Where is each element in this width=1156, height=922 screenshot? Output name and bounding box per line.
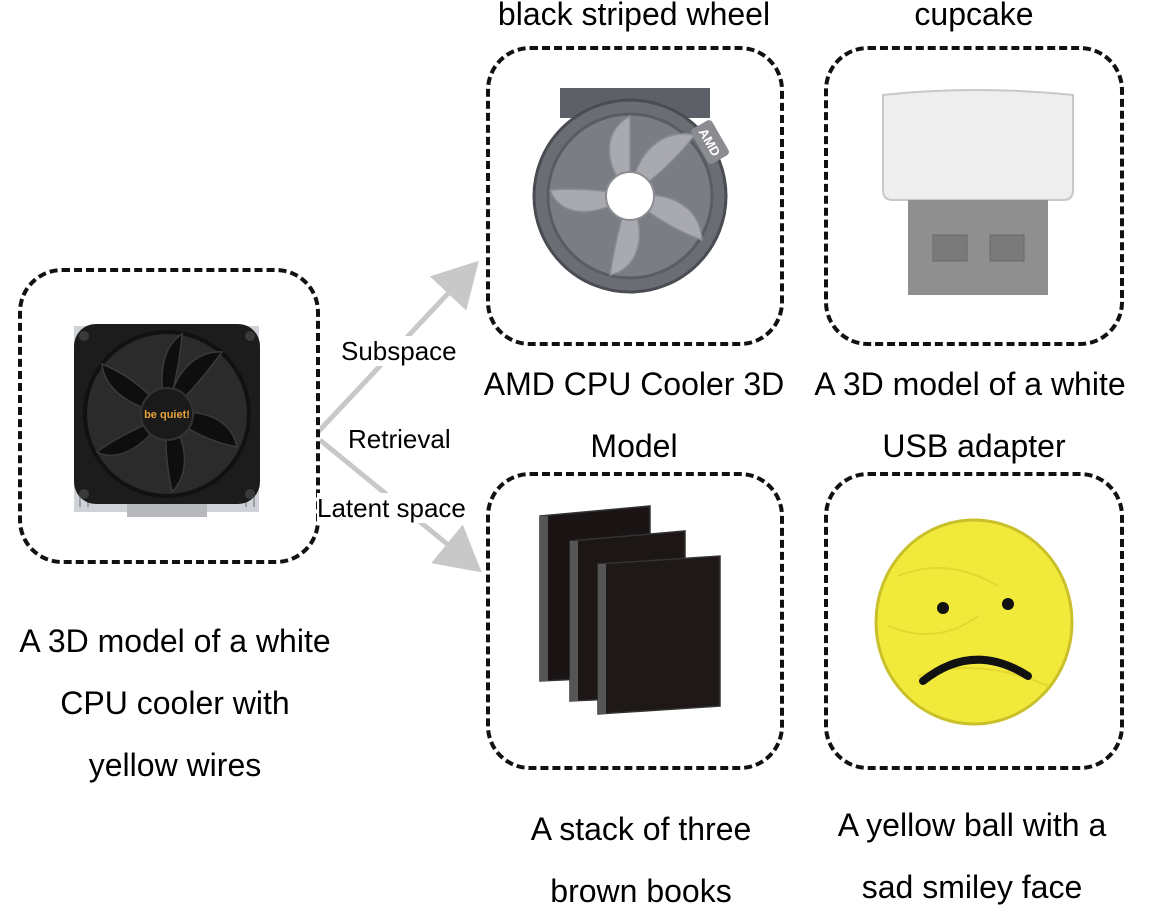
query-caption-line-1: A 3D model of a white [19, 623, 331, 659]
method-label-latent-space: Latent space [317, 493, 466, 523]
result-bottom-right-caption: A yellow ball with a sad smiley face [816, 794, 1128, 918]
amd-cooler-image: AMD [532, 88, 729, 294]
query-caption-line-3: yellow wires [88, 747, 262, 783]
result-top-right-box [824, 46, 1124, 346]
books-image [539, 505, 721, 715]
method-label-subspace: Subspace [341, 336, 457, 366]
result-top-left-label-above: black striped wheel [497, 0, 771, 32]
result-top-right-label-below: A 3D model of a white [814, 366, 1126, 402]
query-box: be quiet! [18, 268, 320, 564]
result-bottom-left-label-above: Model [590, 428, 678, 464]
result-bottom-left-caption-line-1: A stack of three [530, 811, 752, 847]
result-top-left-label-below: AMD CPU Cooler 3D [483, 366, 785, 402]
result-bottom-right-caption-line-1: A yellow ball with a [837, 807, 1107, 843]
result-bottom-left-caption: A stack of three brown books [486, 798, 796, 922]
result-top-right-label-above: cupcake [914, 0, 1034, 32]
cpu-cooler-image: be quiet! [74, 324, 260, 517]
method-label-retrieval: Retrieval [348, 424, 451, 454]
brand-logo: be quiet! [144, 409, 190, 421]
usb-adapter-image [882, 89, 1074, 295]
yellow-ball-image [874, 518, 1074, 726]
query-caption: A 3D model of a white CPU cooler with ye… [0, 610, 350, 796]
result-bottom-right-label-above: USB adapter [882, 428, 1066, 464]
result-bottom-right-box [824, 472, 1124, 770]
result-bottom-right-caption-line-2: sad smiley face [861, 869, 1083, 905]
query-caption-line-2: CPU cooler with [60, 685, 290, 721]
result-bottom-left-box [486, 472, 784, 770]
result-bottom-left-caption-line-2: brown books [550, 873, 732, 909]
result-top-left-box: AMD [486, 46, 784, 346]
